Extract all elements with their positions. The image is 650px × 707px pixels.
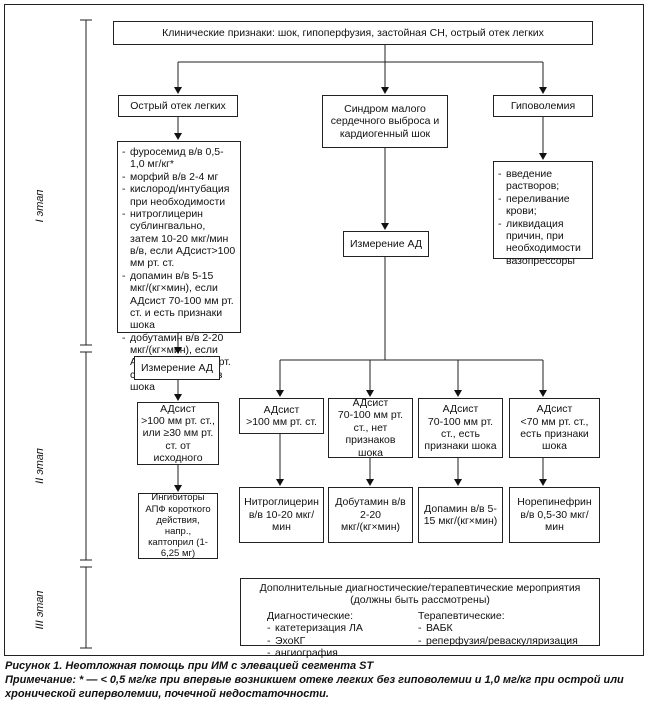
bp-measure-box-left: Измерение АД <box>134 356 220 380</box>
bp-branch-4-text: <70 мм рт. ст., есть признаки шока <box>520 415 589 453</box>
hypovolemia-item: введение растворов; <box>498 168 588 193</box>
bp-threshold-text: >100 мм рт. ст., или ≥30 мм рт. ст. от и… <box>141 414 215 465</box>
hypovolemia-item: переливание крови; <box>498 193 588 218</box>
diagnostic-title: Диагностические: <box>267 609 353 622</box>
hypovolemia-item: ликвидация причин, при необходимости ваз… <box>498 218 588 268</box>
therapeutic-title: Терапевтические: <box>418 609 505 622</box>
treatment-item: кислород/интубация при необходимости <box>122 183 236 208</box>
hypovolemia-treatment-box: введение растворов;переливание крови;лик… <box>493 161 593 267</box>
figure-title: Рисунок 1. Неотложная помощь при ИМ с эл… <box>5 660 374 672</box>
bp-measure-box-center: Измерение АД <box>343 231 429 257</box>
treatment-item: фуросемид в/в 0,5-1,0 мг/кг* <box>122 146 236 171</box>
therapeutic-item: реперфузия/реваскуляризация <box>418 635 593 648</box>
pulmonary-edema-treatment-box: фуросемид в/в 0,5-1,0 мг/кг*морфий в/в 2… <box>117 141 241 393</box>
figure-note: Примечание: * — < 0,5 мг/кг при впервые … <box>5 673 624 700</box>
drug-box-4: Норепинефрин в/в 0,5-30 мкг/мин <box>509 487 600 543</box>
additional-measures-box: Дополнительные диагностические/терапевти… <box>240 578 600 660</box>
hypovolemia-box: Гиповолемия <box>493 95 593 117</box>
bp-branch-1: АДсист >100 мм рт. ст. <box>239 398 324 434</box>
clinical-signs-box: Клинические признаки: шок, гипоперфузия,… <box>113 21 593 45</box>
bp-branch-4-head: АДсист <box>536 403 573 416</box>
bp-branch-3-text: 70-100 мм рт. ст., есть признаки шока <box>424 415 497 453</box>
drug-box-2: Добутамин в/в 2-20 мкг/(кг×мин) <box>328 487 413 543</box>
treatment-item: морфий в/в 2-4 мг <box>122 171 236 184</box>
bp-branch-4: АДсист <70 мм рт. ст., есть признаки шок… <box>509 398 600 458</box>
treatment-item: нитроглицерин сублингвально, затем 10-20… <box>122 208 236 270</box>
ace-inhibitors-box: Ингибиторы АПФ короткого действия, напр.… <box>138 492 218 559</box>
bp-branch-3: АДсист 70-100 мм рт. ст., есть признаки … <box>418 398 503 458</box>
figure-caption: Рисунок 1. Неотложная помощь при ИМ с эл… <box>5 660 645 701</box>
pulmonary-edema-box: Острый отек легких <box>118 95 238 117</box>
therapeutic-item: ВАБК <box>418 622 593 635</box>
bp-threshold-head: АДсист <box>160 402 196 415</box>
diagnostic-list: катетеризация ЛАЭхоКГангиография <box>267 622 417 660</box>
therapeutic-list: ВАБКреперфузия/реваскуляризация <box>418 622 593 647</box>
treatment-item: допамин в/в 5-15 мкг/(кг×мин), если АДси… <box>122 270 236 332</box>
low-output-shock-box: Синдром малого сердечного выброса и кард… <box>322 95 448 148</box>
bp-branch-3-head: АДсист <box>442 403 479 416</box>
bp-branch-1-head: АДсист <box>263 403 300 416</box>
bp-threshold-box-left: АДсист >100 мм рт. ст., или ≥30 мм рт. с… <box>137 402 219 465</box>
bp-branch-1-text: >100 мм рт. ст. <box>246 416 317 428</box>
diagnostic-item: ЭхоКГ <box>267 635 417 648</box>
bp-branch-2-head: АДсист <box>352 397 389 410</box>
diagnostic-item: ангиография <box>267 647 417 660</box>
diagnostic-item: катетеризация ЛА <box>267 622 417 635</box>
bp-branch-2: АДсист 70-100 мм рт. ст., нет признаков … <box>328 397 413 459</box>
drug-box-1: Нитроглицерин в/в 10-20 мкг/мин <box>239 487 324 543</box>
bp-branch-2-text: 70-100 мм рт. ст., нет признаков шока <box>337 409 404 459</box>
additional-measures-title: Дополнительные диагностические/терапевти… <box>259 582 581 607</box>
drug-box-3: Допамин в/в 5-15 мкг/(кг×мин) <box>418 487 503 543</box>
hypovolemia-treatment-list: введение растворов;переливание крови;лик… <box>498 168 588 267</box>
